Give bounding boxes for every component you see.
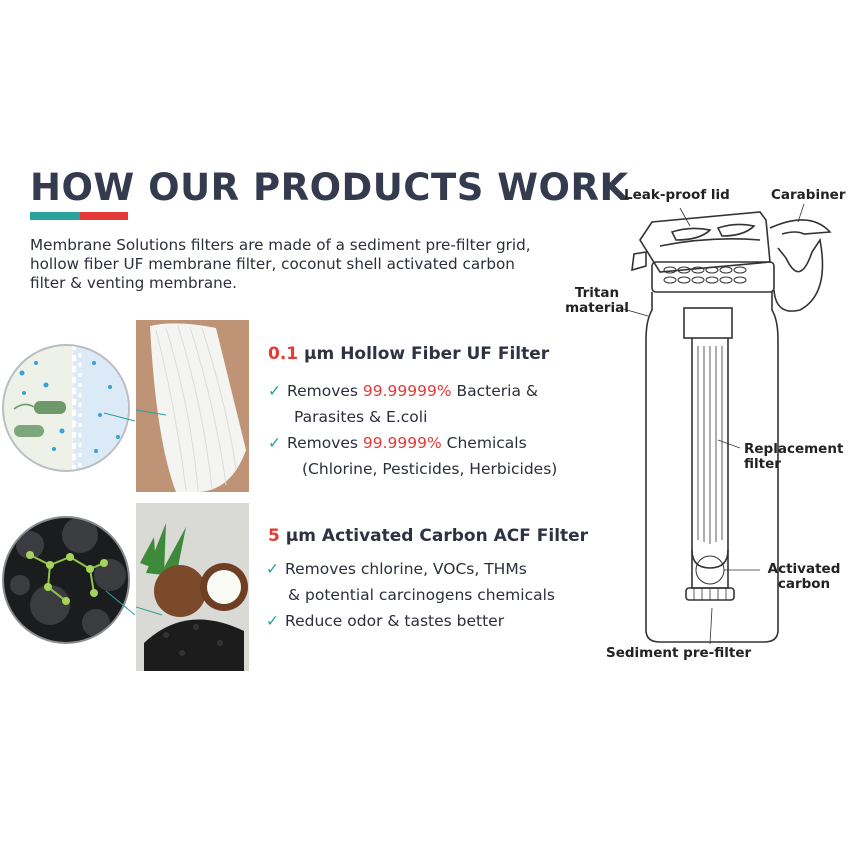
feature-uf-2: ✓ Removes 99.9999% Chemicals (268, 430, 527, 456)
check-icon: ✓ (266, 560, 279, 578)
intro-text: Membrane Solutions filters are made of a… (30, 236, 531, 292)
page-title: HOW OUR PRODUCTS WORK (30, 166, 629, 209)
feature-uf-1: ✓ Removes 99.99999% Bacteria & (268, 378, 538, 404)
check-icon: ✓ (268, 434, 281, 452)
label-sediment-pre-filter: Sediment pre-filter (606, 645, 752, 661)
filter-size-uf: 0.1 (268, 344, 299, 364)
carbon-magnified-illustration (2, 516, 135, 644)
label-tritan-material: Tritan material (565, 285, 629, 316)
accent-bar-teal (30, 212, 80, 220)
feature-text: Bacteria & (451, 382, 538, 400)
hollow-fiber-photo (136, 320, 249, 492)
feature-text: Removes (287, 434, 363, 452)
label-activated-carbon: Activated carbon (767, 561, 841, 592)
filter-title-acf: 5 µm Activated Carbon ACF Filter (268, 526, 588, 546)
membrane-magnified-illustration (2, 344, 135, 472)
check-icon: ✓ (268, 382, 281, 400)
feature-highlight: 99.9999% (362, 434, 442, 452)
filter-name-acf: µm Activated Carbon ACF Filter (285, 526, 589, 546)
label-carabiner: Carabiner (771, 187, 846, 203)
filter-name-uf: µm Hollow Fiber UF Filter (304, 344, 550, 364)
feature-uf-2-line2: (Chlorine, Pesticides, Herbicides) (302, 460, 558, 478)
filter-size-acf: 5 (268, 526, 280, 546)
feature-acf-2: ✓ Reduce odor & tastes better (266, 608, 504, 634)
feature-acf-1-line2: & potential carcinogens chemicals (288, 586, 555, 604)
feature-text: Chemicals (441, 434, 527, 452)
coconut-carbon-photo (136, 503, 249, 671)
feature-acf-1: ✓ Removes chlorine, VOCs, THMs (266, 556, 527, 582)
filter-title-uf: 0.1 µm Hollow Fiber UF Filter (268, 344, 549, 364)
feature-text: Reduce odor & tastes better (285, 612, 505, 630)
feature-text: Removes chlorine, VOCs, THMs (285, 560, 527, 578)
feature-highlight: 99.99999% (362, 382, 452, 400)
check-icon: ✓ (266, 612, 279, 630)
bottle-diagram (619, 203, 832, 645)
label-leak-proof-lid: Leak-proof lid (624, 187, 730, 203)
accent-bar-red (80, 212, 128, 220)
feature-uf-1-line2: Parasites & E.coli (294, 408, 428, 426)
label-replacement-filter: Replacement filter (744, 441, 844, 472)
feature-text: Removes (287, 382, 363, 400)
